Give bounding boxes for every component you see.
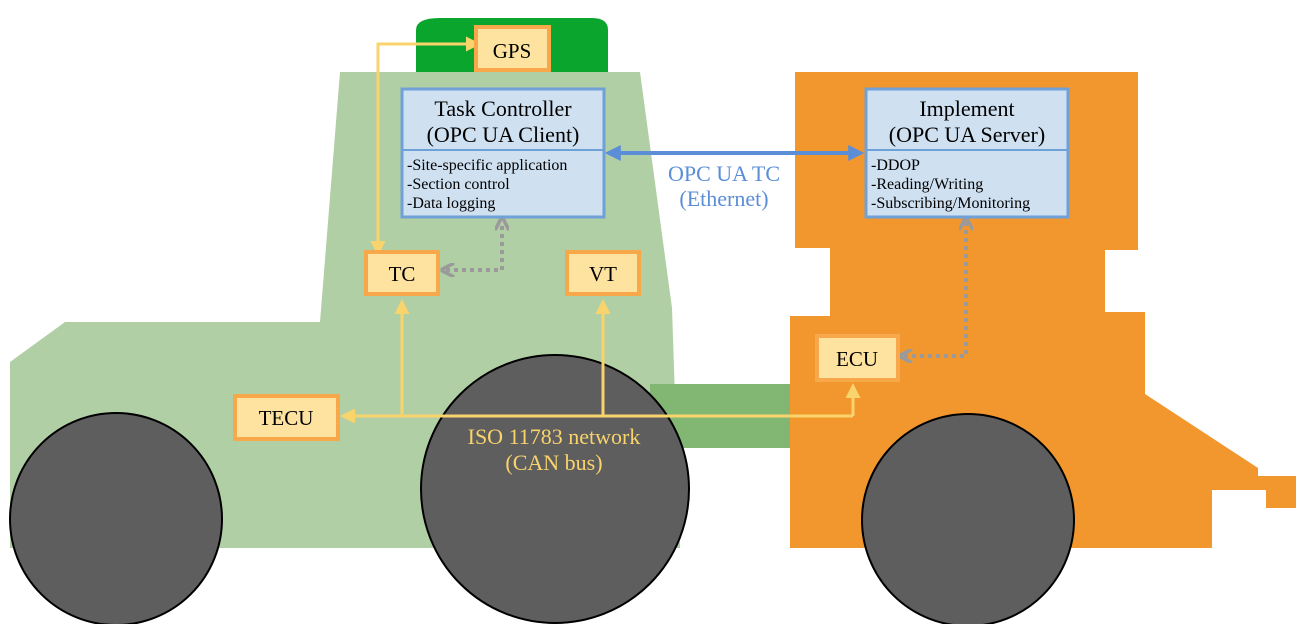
can-network-label: ISO 11783 network	[468, 424, 641, 449]
tc-label: TC	[389, 262, 416, 286]
task-controller-item: -Site-specific application	[407, 157, 567, 174]
internal-links	[446, 222, 966, 356]
can-network-sublabel: (CAN bus)	[505, 450, 602, 475]
opc-link-label: OPC UA TC	[668, 161, 780, 186]
ecu-node	[815, 334, 900, 382]
task-controller-title: Task Controller	[434, 96, 572, 121]
implement-item: -Subscribing/Monitoring	[871, 195, 1030, 212]
task-controller-item: -Section control	[407, 176, 510, 193]
tecu-label: TECU	[259, 406, 314, 430]
vt-node	[565, 250, 641, 296]
tc-gps-link	[370, 36, 481, 256]
tecu-node	[233, 394, 340, 441]
task-controller-box: Task Controller (OPC UA Client) -Site-sp…	[400, 87, 606, 219]
task-controller-subtitle: (OPC UA Client)	[427, 122, 580, 147]
tc-to-task-controller-link	[446, 222, 502, 270]
tc-node	[364, 250, 440, 296]
implement-subtitle: (OPC UA Server)	[889, 122, 1045, 147]
rear-center-wheel	[420, 354, 690, 624]
task-controller-item: -Data logging	[407, 195, 495, 212]
implement-box: Implement (OPC UA Server) -DDOP -Reading…	[864, 87, 1070, 219]
implement-item: -DDOP	[871, 157, 920, 174]
opc-link-sublabel: (Ethernet)	[679, 186, 768, 211]
gps-node	[474, 25, 551, 72]
implement-wheel	[861, 413, 1075, 624]
implement-title: Implement	[919, 96, 1014, 121]
vt-label: VT	[589, 262, 617, 286]
ecu-label: ECU	[836, 347, 878, 371]
can-bus-lines	[340, 36, 861, 424]
gps-label: GPS	[493, 39, 532, 63]
rear-left-wheel	[9, 412, 223, 624]
implement-item: -Reading/Writing	[871, 176, 983, 193]
